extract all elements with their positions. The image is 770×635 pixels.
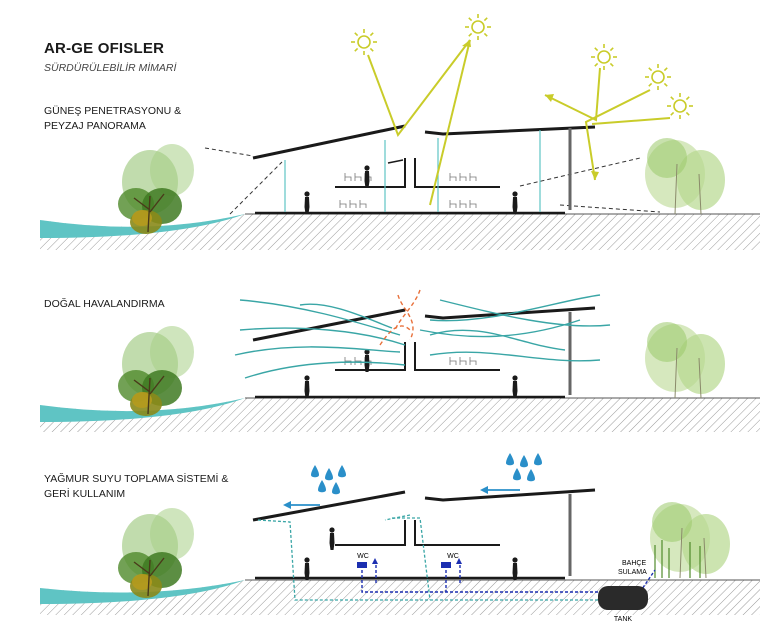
page-title: AR-GE OFISLER	[44, 40, 165, 57]
tank-label: TANK	[614, 616, 632, 623]
panel-label-rainwater: YAĞMUR SUYU TOPLAMA SİSTEMİ & GERİ KULLA…	[44, 472, 254, 502]
panel-label-rainwater-line1: YAĞMUR SUYU TOPLAMA SİSTEMİ &	[44, 473, 229, 485]
panel-label-rainwater-line2: GERİ KULLANIM	[44, 488, 126, 500]
garden-label-line1: BAHÇE	[622, 560, 646, 567]
panel-label-ventilation: DOĞAL HAVALANDIRMA	[44, 297, 244, 312]
panel-label-sun-line2: PEYZAJ PANORAMA	[44, 120, 146, 132]
panel-label-sun-line1: GÜNEŞ PENETRASYONU &	[44, 105, 182, 117]
page-subtitle: SÜRDÜRÜLEBİLİR MİMARİ	[44, 62, 177, 74]
garden-label-line2: SULAMA	[618, 569, 647, 576]
panel-label-ventilation-line1: DOĞAL HAVALANDIRMA	[44, 298, 165, 310]
panel-sun	[40, 13, 760, 250]
panel-rainwater	[40, 453, 760, 615]
wc-right-label: WC	[447, 553, 459, 560]
panel-ventilation	[40, 289, 760, 432]
rain-tank-icon	[598, 586, 648, 610]
wc-left-label: WC	[357, 553, 369, 560]
panel-label-sun: GÜNEŞ PENETRASYONU & PEYZAJ PANORAMA	[44, 104, 244, 134]
